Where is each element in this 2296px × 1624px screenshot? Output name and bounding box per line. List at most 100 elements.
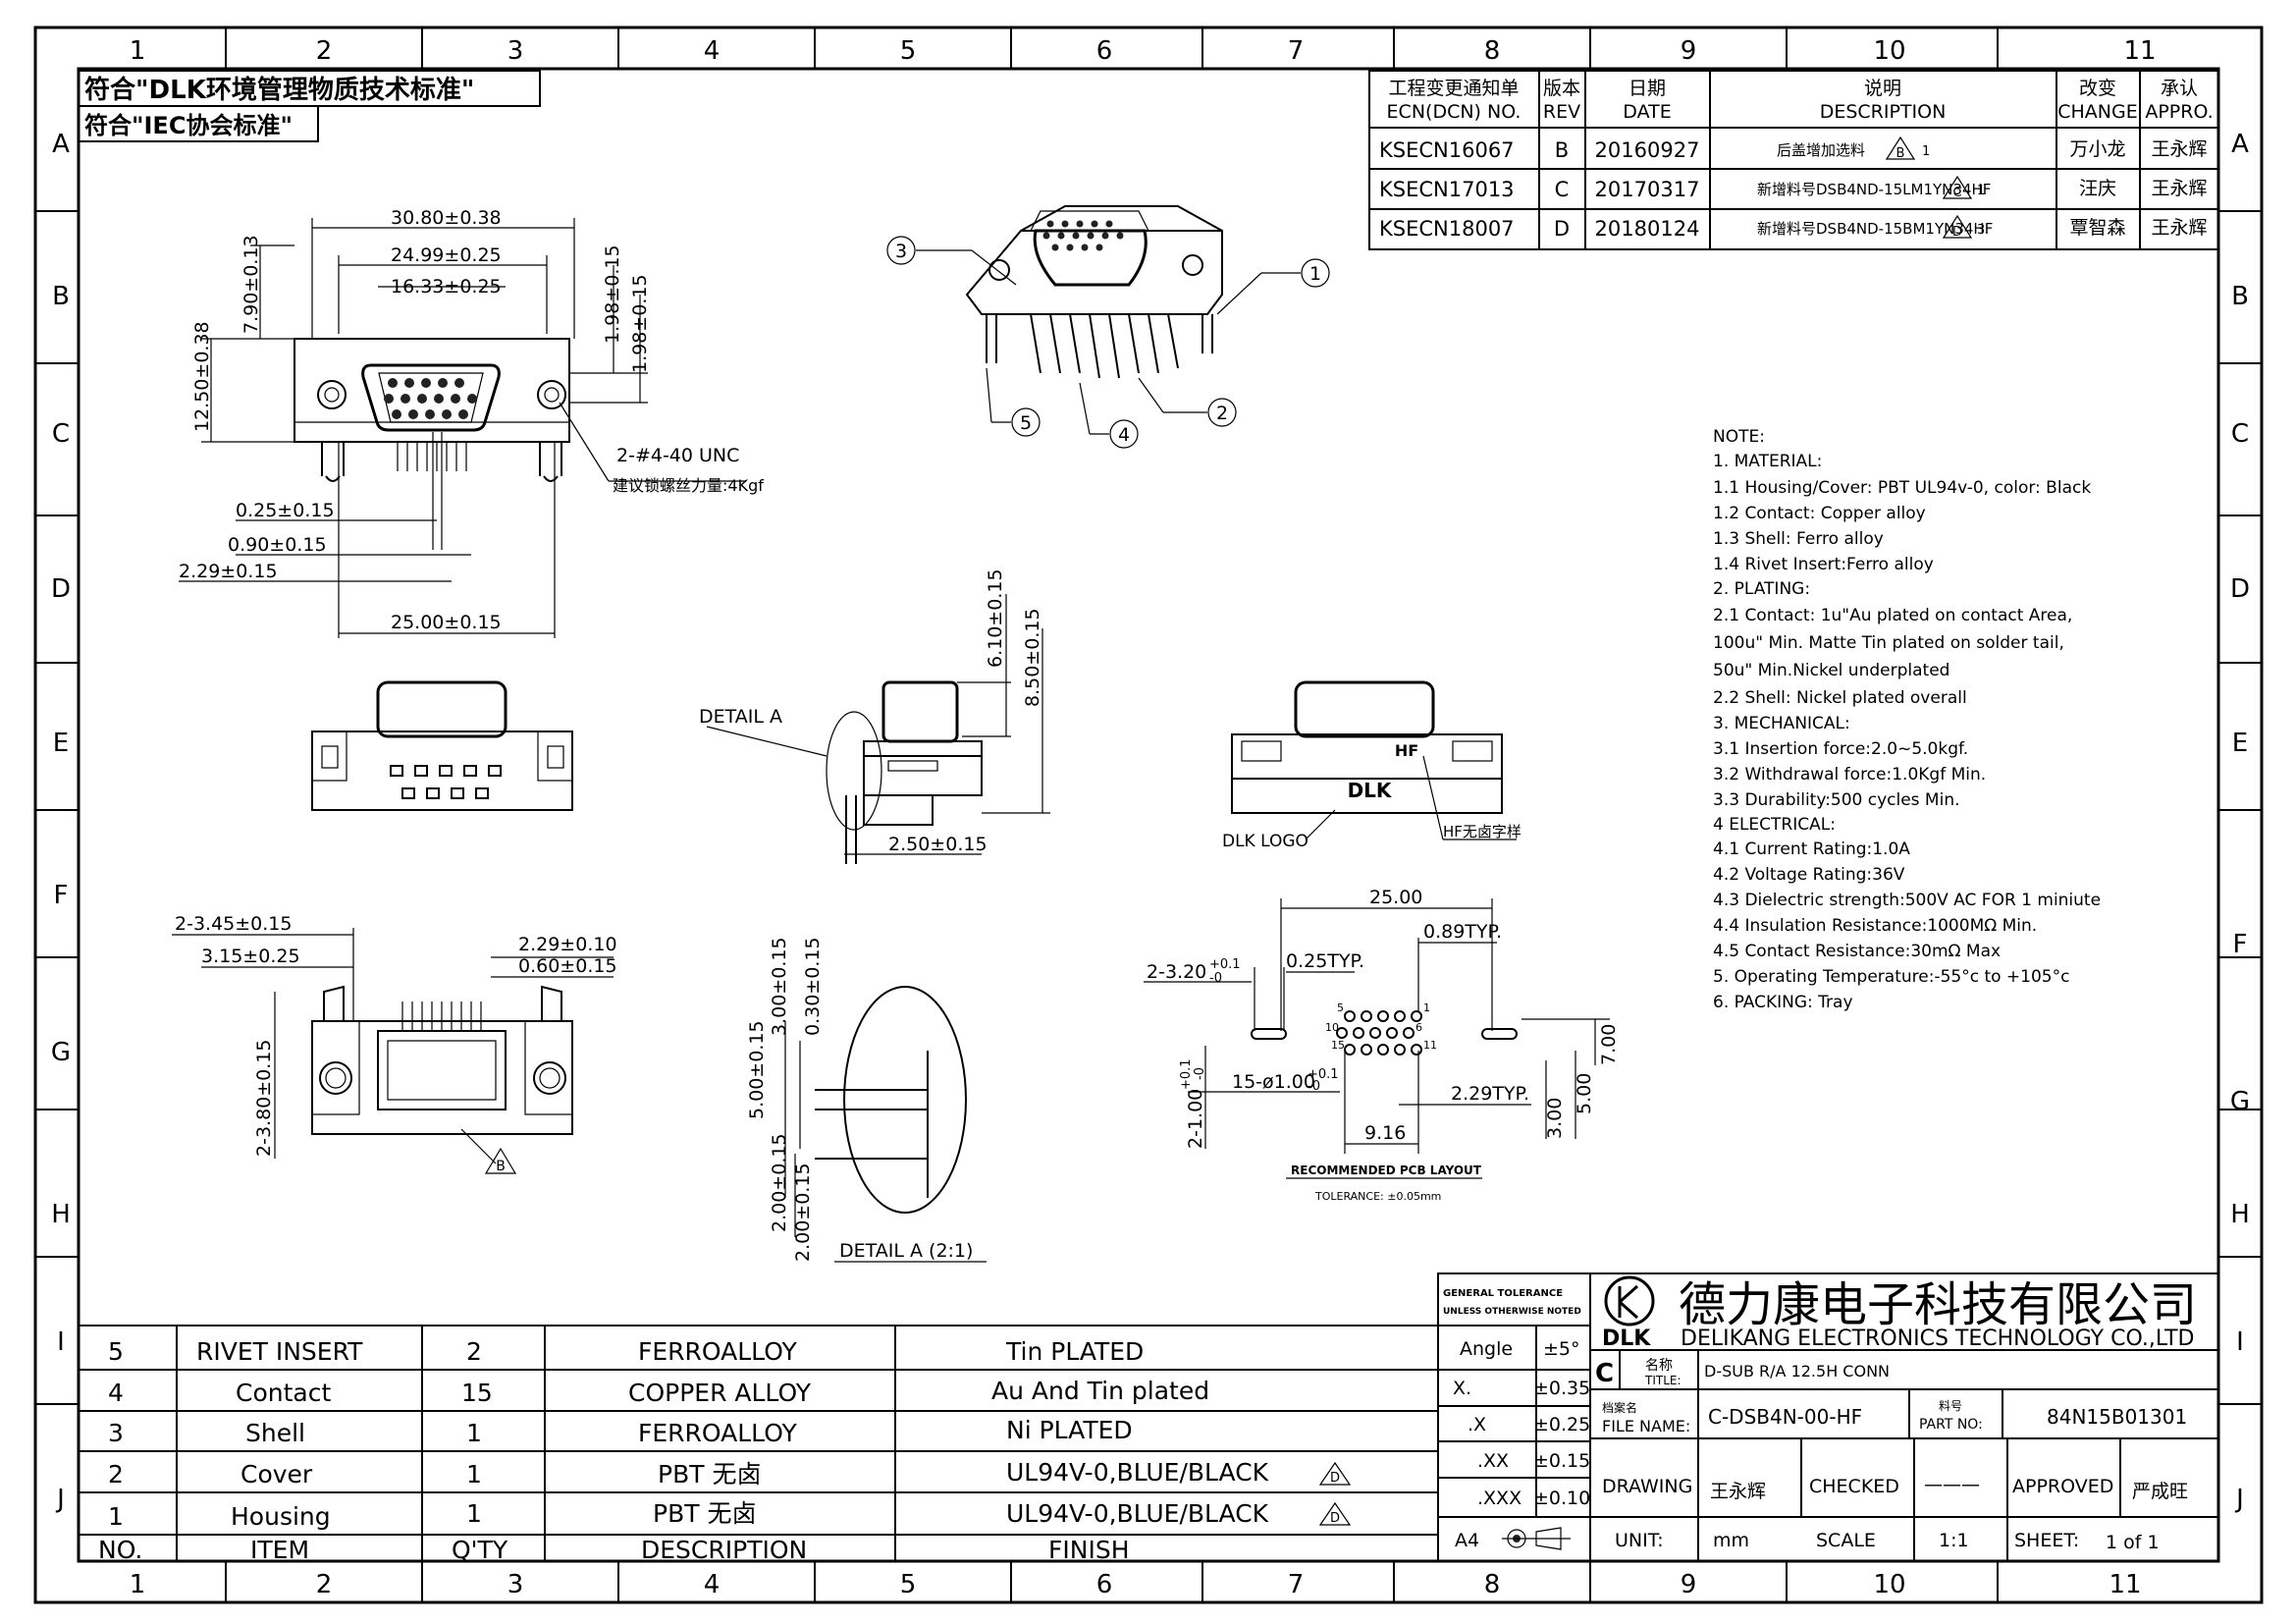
pcb-dim-2-29: 2.29TYP. bbox=[1451, 1083, 1529, 1105]
end-view: B 2-3.45±0.15 3.15±0.25 2.29±0.10 0.60±0… bbox=[172, 913, 617, 1174]
approved-value: 严成旺 bbox=[2132, 1481, 2188, 1502]
part-label-cn: 料号 bbox=[1939, 1399, 1962, 1413]
bom-row-finish: Ni PLATED bbox=[1006, 1416, 1133, 1444]
note-line: 6. PACKING: Tray bbox=[1713, 993, 1853, 1012]
rev-header-appro-en: APPRO. bbox=[2145, 101, 2213, 123]
note-line: 3. MECHANICAL: bbox=[1713, 714, 1850, 733]
balloon-3: 3 bbox=[886, 236, 916, 265]
grid-col-5: 5 bbox=[900, 36, 917, 66]
pcb-tolerance: TOLERANCE: ±0.05mm bbox=[1314, 1190, 1441, 1203]
tol-label: .X bbox=[1468, 1414, 1486, 1435]
company-name-en: DELIKANG ELECTRONICS TECHNOLOGY CO.,LTD bbox=[1681, 1326, 2194, 1351]
bom-row-no: 4 bbox=[108, 1379, 124, 1407]
detail-a-label: DETAIL A bbox=[699, 706, 782, 728]
pcb-dim-2-1-00-tol: +0.1 bbox=[1179, 1058, 1194, 1090]
pcb-pin-11: 11 bbox=[1423, 1039, 1437, 1052]
grid-col-3-bottom: 3 bbox=[507, 1570, 524, 1599]
dim-2-29-b: 2.29±0.10 bbox=[518, 934, 617, 955]
pcb-dim-3-20-tol: +0.1 bbox=[1209, 957, 1241, 972]
note-line: 4.2 Voltage Rating:36V bbox=[1713, 865, 1905, 885]
rev-row-date: 20160927 bbox=[1595, 138, 1700, 162]
compliance-dlk: 符合"DLK环境管理物质技术标准" bbox=[84, 75, 474, 105]
bom-row-desc: COPPER ALLOY bbox=[628, 1379, 812, 1407]
grid-col-9: 9 bbox=[1681, 36, 1697, 66]
dim-5-00-det: 5.00±0.15 bbox=[746, 1020, 768, 1119]
rev-header-ecn-cn: 工程变更通知单 bbox=[1388, 78, 1519, 99]
bom-row-qty: 15 bbox=[461, 1379, 493, 1407]
rev-flag-icon: D 3 bbox=[1942, 214, 1985, 240]
grid-col-4: 4 bbox=[704, 36, 721, 66]
bom-row-qty: 1 bbox=[466, 1419, 482, 1447]
bom-header-description: DESCRIPTION bbox=[641, 1536, 807, 1564]
grid-row-D: D bbox=[51, 574, 71, 604]
rev-row-change: 万小龙 bbox=[2069, 138, 2125, 160]
grid-col-1-bottom: 1 bbox=[130, 1570, 146, 1599]
sheet-value: 1 of 1 bbox=[2106, 1532, 2160, 1553]
bom-row-desc: PBT 无卤 bbox=[653, 1499, 756, 1528]
pcb-dim-0-25: 0.25TYP. bbox=[1286, 950, 1364, 972]
bom-header-no: NO. bbox=[98, 1536, 142, 1564]
grid-row-C: C bbox=[52, 419, 70, 449]
bom-row-desc: PBT 无卤 bbox=[658, 1460, 761, 1489]
rev-header-change-en: CHANGE bbox=[2057, 101, 2138, 123]
rear-view: DLK HF DLK LOGO HF无卤字样 bbox=[1222, 680, 1522, 851]
svg-text:B: B bbox=[1896, 146, 1905, 161]
grid-row-G-right: G bbox=[2230, 1087, 2250, 1116]
tol-label: Angle bbox=[1460, 1338, 1513, 1360]
pcb-pin-6: 6 bbox=[1415, 1021, 1422, 1034]
title-value: D-SUB R/A 12.5H CONN bbox=[1704, 1362, 1890, 1380]
note-line: 1.1 Housing/Cover: PBT UL94v-0, color: B… bbox=[1713, 478, 2091, 498]
rev-row-appro: 王永辉 bbox=[2151, 178, 2207, 199]
dim-7-90: 7.90±0.13 bbox=[240, 235, 262, 334]
note-line: 50u" Min.Nickel underplated bbox=[1713, 661, 1949, 680]
svg-text:1: 1 bbox=[1309, 263, 1321, 285]
hf-label: HF无卤字样 bbox=[1443, 823, 1522, 840]
rev-header-ecn-en: ECN(DCN) NO. bbox=[1387, 101, 1522, 123]
pcb-dim-0-89: 0.89TYP. bbox=[1423, 921, 1502, 943]
rev-header-appro-cn: 承认 bbox=[2161, 78, 2198, 99]
grid-col-3: 3 bbox=[507, 36, 524, 66]
grid-row-E-right: E bbox=[2232, 729, 2248, 758]
rev-row-desc: 新增料号DSB4ND-15LM1YN34HF bbox=[1757, 181, 1991, 198]
pcb-dim-7-00: 7.00 bbox=[1598, 1024, 1620, 1065]
gen-tol-label: GENERAL TOLERANCE bbox=[1443, 1288, 1563, 1299]
balloon-4: 4 bbox=[1109, 419, 1139, 449]
note-line: 4.4 Insulation Resistance:1000MΩ Min. bbox=[1713, 916, 2037, 936]
dim-0-60: 0.60±0.15 bbox=[518, 955, 617, 977]
note-line: 4.3 Dielectric strength:500V AC FOR 1 mi… bbox=[1713, 891, 2101, 910]
bottom-view bbox=[311, 680, 573, 811]
bom-row-item: Shell bbox=[245, 1419, 305, 1447]
company-logo-text: DLK bbox=[1602, 1326, 1651, 1351]
dim-6-10: 6.10±0.15 bbox=[985, 568, 1006, 668]
dim-8-50: 8.50±0.15 bbox=[1022, 608, 1043, 707]
part-value: 84N15B01301 bbox=[2047, 1405, 2187, 1429]
paper-size: A4 bbox=[1455, 1530, 1479, 1551]
grid-row-H-right: H bbox=[2230, 1200, 2250, 1229]
rev-row-appro: 王永辉 bbox=[2151, 138, 2207, 160]
note-line: 1.3 Shell: Ferro alloy bbox=[1713, 529, 1884, 549]
company-logo-icon bbox=[1604, 1275, 1655, 1326]
dim-0-25: 0.25±0.15 bbox=[236, 500, 335, 521]
dim-3-15: 3.15±0.25 bbox=[201, 946, 300, 967]
grid-row-C-right: C bbox=[2231, 419, 2249, 449]
dim-0-30-det: 0.30±0.15 bbox=[802, 937, 824, 1036]
pcb-dim-25: 25.00 bbox=[1369, 887, 1422, 908]
bom-row-no: 3 bbox=[108, 1419, 124, 1447]
pcb-dim-2-1-00: 2-1.00 bbox=[1185, 1089, 1206, 1149]
svg-text:1: 1 bbox=[1922, 144, 1930, 159]
tol-label: X. bbox=[1453, 1378, 1471, 1399]
pcb-pin-15: 15 bbox=[1331, 1039, 1345, 1052]
bom-row-qty: 1 bbox=[466, 1460, 482, 1489]
gen-tol-unless: UNLESS OTHERWISE NOTED bbox=[1443, 1307, 1581, 1317]
bom-header-qty: Q'TY bbox=[452, 1536, 508, 1564]
detail-a-scale-label: DETAIL A (2:1) bbox=[839, 1240, 973, 1262]
svg-text:1: 1 bbox=[1977, 184, 1985, 198]
notes-block: NOTE: 1. MATERIAL: 1.1 Housing/Cover: PB… bbox=[1713, 427, 2101, 1012]
grid-col-6-bottom: 6 bbox=[1096, 1570, 1113, 1599]
dim-12-50: 12.50±0.38 bbox=[191, 321, 213, 432]
rev-row-ecn: KSECN16067 bbox=[1379, 138, 1515, 162]
grid-row-A: A bbox=[52, 130, 70, 159]
detail-a-view: 3.00±0.15 0.30±0.15 5.00±0.15 2.00±0.15 … bbox=[746, 937, 987, 1263]
isometric-view: 3 1 2 4 5 bbox=[886, 205, 1330, 449]
